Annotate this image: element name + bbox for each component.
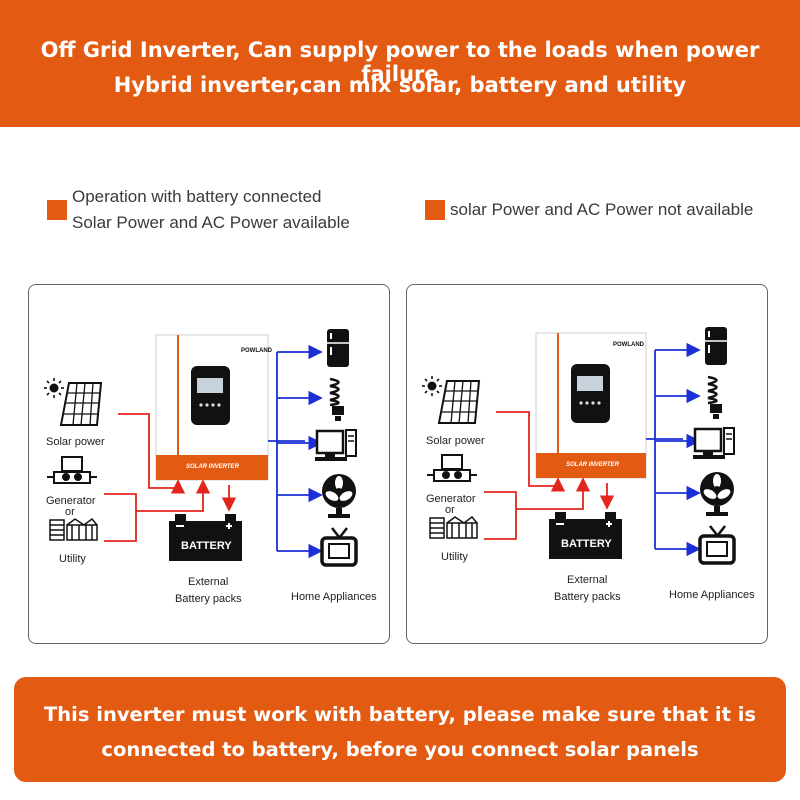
refrigerator-icon bbox=[327, 329, 349, 367]
external-label: External bbox=[567, 574, 607, 586]
legend-square-left bbox=[47, 200, 67, 220]
inverter-label: SOLAR INVERTER bbox=[186, 464, 240, 470]
utility-label: Utility bbox=[441, 551, 468, 563]
diagram-panel-right: Solar power Generator or Utility POWLAND… bbox=[406, 284, 768, 644]
footer-line-1: This inverter must work with battery, pl… bbox=[44, 703, 756, 726]
solar-panel-icon bbox=[59, 382, 103, 426]
header-line-1: Off Grid Inverter, Can supply power to t… bbox=[40, 38, 760, 86]
inverter-label: SOLAR INVERTER bbox=[566, 462, 620, 468]
legend-left-text: Operation with battery connected Solar P… bbox=[72, 184, 350, 236]
sun-icon bbox=[422, 376, 442, 396]
utility-icon bbox=[429, 515, 478, 539]
generator-icon bbox=[47, 456, 97, 484]
home-appliances-label: Home Appliances bbox=[669, 589, 755, 601]
light-bulb-icon bbox=[329, 377, 344, 421]
legend-right-line-1: solar Power and AC Power not available bbox=[450, 200, 754, 219]
battery-label: BATTERY bbox=[561, 538, 612, 550]
output-flow-lines bbox=[646, 342, 701, 557]
utility-icon bbox=[49, 517, 98, 541]
light-bulb-icon bbox=[707, 375, 722, 419]
header-line-2: Hybrid inverter,can mix solar, battery a… bbox=[113, 73, 687, 97]
sun-icon bbox=[44, 378, 64, 398]
output-flow-lines bbox=[268, 344, 323, 559]
legend-left-line-2: Solar Power and AC Power available bbox=[72, 213, 350, 232]
fan-icon bbox=[700, 472, 734, 516]
generator-label: Generator bbox=[46, 495, 96, 507]
legend-left-line-1: Operation with battery connected bbox=[72, 187, 322, 206]
solar-power-label: Solar power bbox=[46, 436, 105, 448]
header-banner: Off Grid Inverter, Can supply power to t… bbox=[0, 0, 800, 127]
tv-icon bbox=[320, 527, 358, 567]
generator-or-label: or bbox=[445, 504, 455, 516]
legend-square-right bbox=[425, 200, 445, 220]
legend-right-text: solar Power and AC Power not available bbox=[450, 197, 753, 223]
footer-line-2: connected to battery, before you connect… bbox=[101, 738, 699, 761]
battery-packs-label: Battery packs bbox=[554, 591, 621, 603]
battery-icon bbox=[549, 512, 622, 559]
solar-power-label: Solar power bbox=[426, 435, 485, 447]
brand-label: POWLAND bbox=[241, 348, 273, 354]
input-flow-lines bbox=[484, 411, 615, 540]
generator-icon bbox=[427, 454, 477, 482]
solar-panel-icon bbox=[437, 380, 481, 424]
generator-label: Generator bbox=[426, 493, 476, 505]
inverter-unit bbox=[155, 334, 269, 481]
refrigerator-icon bbox=[705, 327, 727, 365]
system-diagram-left: Solar power Generator or Utility POWLAND… bbox=[44, 329, 377, 605]
tv-icon bbox=[698, 525, 736, 565]
inverter-unit bbox=[535, 332, 647, 479]
battery-label: BATTERY bbox=[181, 540, 232, 552]
diagram-panel-left: Solar power Generator or Utility POWLAND… bbox=[28, 284, 390, 644]
computer-icon bbox=[315, 429, 357, 461]
input-flow-lines bbox=[104, 413, 237, 542]
system-diagram-right: Solar power Generator or Utility POWLAND… bbox=[422, 327, 755, 603]
fan-icon bbox=[322, 474, 356, 518]
external-label: External bbox=[188, 576, 228, 588]
battery-packs-label: Battery packs bbox=[175, 593, 242, 605]
brand-label: POWLAND bbox=[613, 342, 645, 348]
footer-banner: This inverter must work with battery, pl… bbox=[14, 677, 786, 782]
computer-icon bbox=[693, 427, 735, 459]
battery-icon bbox=[169, 514, 242, 561]
generator-or-label: or bbox=[65, 506, 75, 518]
utility-label: Utility bbox=[59, 553, 86, 565]
home-appliances-label: Home Appliances bbox=[291, 591, 377, 603]
